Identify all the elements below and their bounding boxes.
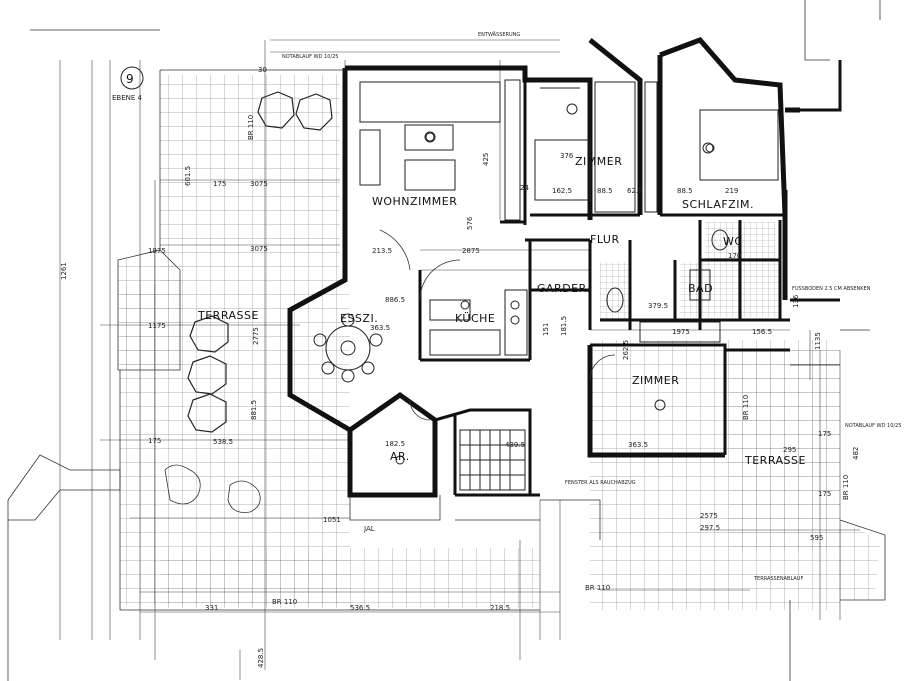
svg-text:538.5: 538.5 <box>213 438 233 446</box>
svg-text:BR 110: BR 110 <box>742 395 750 420</box>
svg-text:FUSSBODEN 2.5 CM ABSENKEN: FUSSBODEN 2.5 CM ABSENKEN <box>792 286 871 292</box>
room-schlafzimmer: SCHLAFZIM. <box>682 198 754 211</box>
room-esszimmer: ESSZI. <box>340 312 378 325</box>
outlines <box>7 0 886 681</box>
svg-text:175: 175 <box>213 180 226 188</box>
svg-text:425: 425 <box>482 153 490 166</box>
svg-text:379.5: 379.5 <box>648 302 668 310</box>
svg-text:JAL: JAL <box>363 525 375 533</box>
svg-text:BR 110: BR 110 <box>842 475 850 500</box>
svg-text:2875: 2875 <box>462 247 480 255</box>
svg-text:536.5: 536.5 <box>350 604 370 612</box>
furniture <box>313 79 779 465</box>
svg-text:2775: 2775 <box>252 327 260 345</box>
plants <box>164 91 333 513</box>
svg-text:595: 595 <box>810 534 823 542</box>
svg-text:363.5: 363.5 <box>370 324 390 332</box>
svg-text:439.5: 439.5 <box>505 441 525 449</box>
svg-text:NOTABLAUF WD 10/25: NOTABLAUF WD 10/25 <box>282 54 338 60</box>
svg-text:FENSTER ALS RAUCHABZUG: FENSTER ALS RAUCHABZUG <box>565 480 636 486</box>
svg-text:88.5: 88.5 <box>677 187 693 195</box>
svg-text:363.5: 363.5 <box>628 441 648 449</box>
svg-text:151: 151 <box>542 323 550 336</box>
svg-text:1975: 1975 <box>148 247 166 255</box>
room-terrasse-right: TERRASSE <box>744 454 806 467</box>
svg-text:BR 110: BR 110 <box>585 584 610 592</box>
svg-text:156.5: 156.5 <box>752 328 772 336</box>
room-zimmer-top: ZIMMER <box>575 155 622 168</box>
svg-text:218.5: 218.5 <box>490 604 510 612</box>
svg-text:88.5: 88.5 <box>597 187 613 195</box>
svg-text:886.5: 886.5 <box>385 296 405 304</box>
svg-text:601.5: 601.5 <box>184 166 192 186</box>
svg-text:2575: 2575 <box>700 512 718 520</box>
svg-text:1261: 1261 <box>60 262 68 280</box>
dimension-lines <box>59 39 860 680</box>
svg-text:295: 295 <box>783 446 796 454</box>
room-kueche: KÜCHE <box>455 312 495 325</box>
svg-text:BR 110: BR 110 <box>247 115 255 140</box>
room-wc: WC <box>723 235 743 248</box>
room-labels: WOHNZIMMER ESSZI. KÜCHE GARDER. FLUR ZIM… <box>197 155 806 467</box>
svg-text:3075: 3075 <box>250 245 268 253</box>
svg-text:NOTABLAUF WD 10/25: NOTABLAUF WD 10/25 <box>845 423 901 429</box>
svg-text:376: 376 <box>560 152 574 160</box>
room-bad: BAD <box>688 282 713 295</box>
svg-text:24: 24 <box>520 184 529 192</box>
room-wohnzimmer: WOHNZIMMER <box>372 195 457 208</box>
annotations: BR 110 BR 110 BR 110 BR 110 BR 110 NOTAB… <box>247 31 901 606</box>
svg-text:175: 175 <box>148 437 161 445</box>
svg-text:175: 175 <box>818 490 831 498</box>
room-zimmer-mid: ZIMMER <box>632 374 679 387</box>
terrace-right-tiles <box>590 340 880 610</box>
room-abstellraum: AR. <box>390 450 410 463</box>
staircase <box>459 429 526 491</box>
svg-text:482: 482 <box>852 447 860 460</box>
svg-text:BR 110: BR 110 <box>272 598 297 606</box>
svg-text:331: 331 <box>205 604 218 612</box>
svg-text:1135: 1135 <box>814 332 822 350</box>
svg-text:136: 136 <box>792 294 800 308</box>
svg-text:9: 9 <box>126 72 134 86</box>
room-flur: FLUR <box>590 233 620 246</box>
svg-text:TERRASSENABLAUF: TERRASSENABLAUF <box>753 576 803 582</box>
svg-text:3075: 3075 <box>250 180 268 188</box>
svg-text:30: 30 <box>258 66 267 74</box>
svg-text:62.5: 62.5 <box>627 187 643 195</box>
walls <box>287 37 842 498</box>
svg-text:1175: 1175 <box>148 322 166 330</box>
svg-text:219: 219 <box>725 187 738 195</box>
level-label: EBENE 4 <box>112 94 143 102</box>
svg-text:428.5: 428.5 <box>257 648 265 668</box>
svg-text:ENTWÄSSERUNG: ENTWÄSSERUNG <box>478 31 520 38</box>
svg-text:213.5: 213.5 <box>372 247 392 255</box>
room-terrasse-left: TERRASSE <box>197 309 259 322</box>
svg-text:181.5: 181.5 <box>560 316 568 336</box>
svg-text:576: 576 <box>466 216 474 230</box>
level-logo: 9 EBENE 4 <box>112 66 144 102</box>
svg-text:182.5: 182.5 <box>385 440 405 448</box>
dimension-labels: 3075 3075 175 175 175 175 213.5 2875 363… <box>60 66 860 668</box>
svg-text:170: 170 <box>728 252 741 260</box>
svg-text:1975: 1975 <box>672 328 690 336</box>
svg-text:162.5: 162.5 <box>552 187 572 195</box>
svg-text:881.5: 881.5 <box>250 400 258 420</box>
svg-text:262.5: 262.5 <box>622 340 630 360</box>
svg-text:175: 175 <box>818 430 831 438</box>
svg-text:1051: 1051 <box>323 516 341 524</box>
svg-text:297.5: 297.5 <box>700 524 720 532</box>
terrace-left-tiles <box>118 75 540 608</box>
room-garderobe: GARDER. <box>537 282 590 295</box>
